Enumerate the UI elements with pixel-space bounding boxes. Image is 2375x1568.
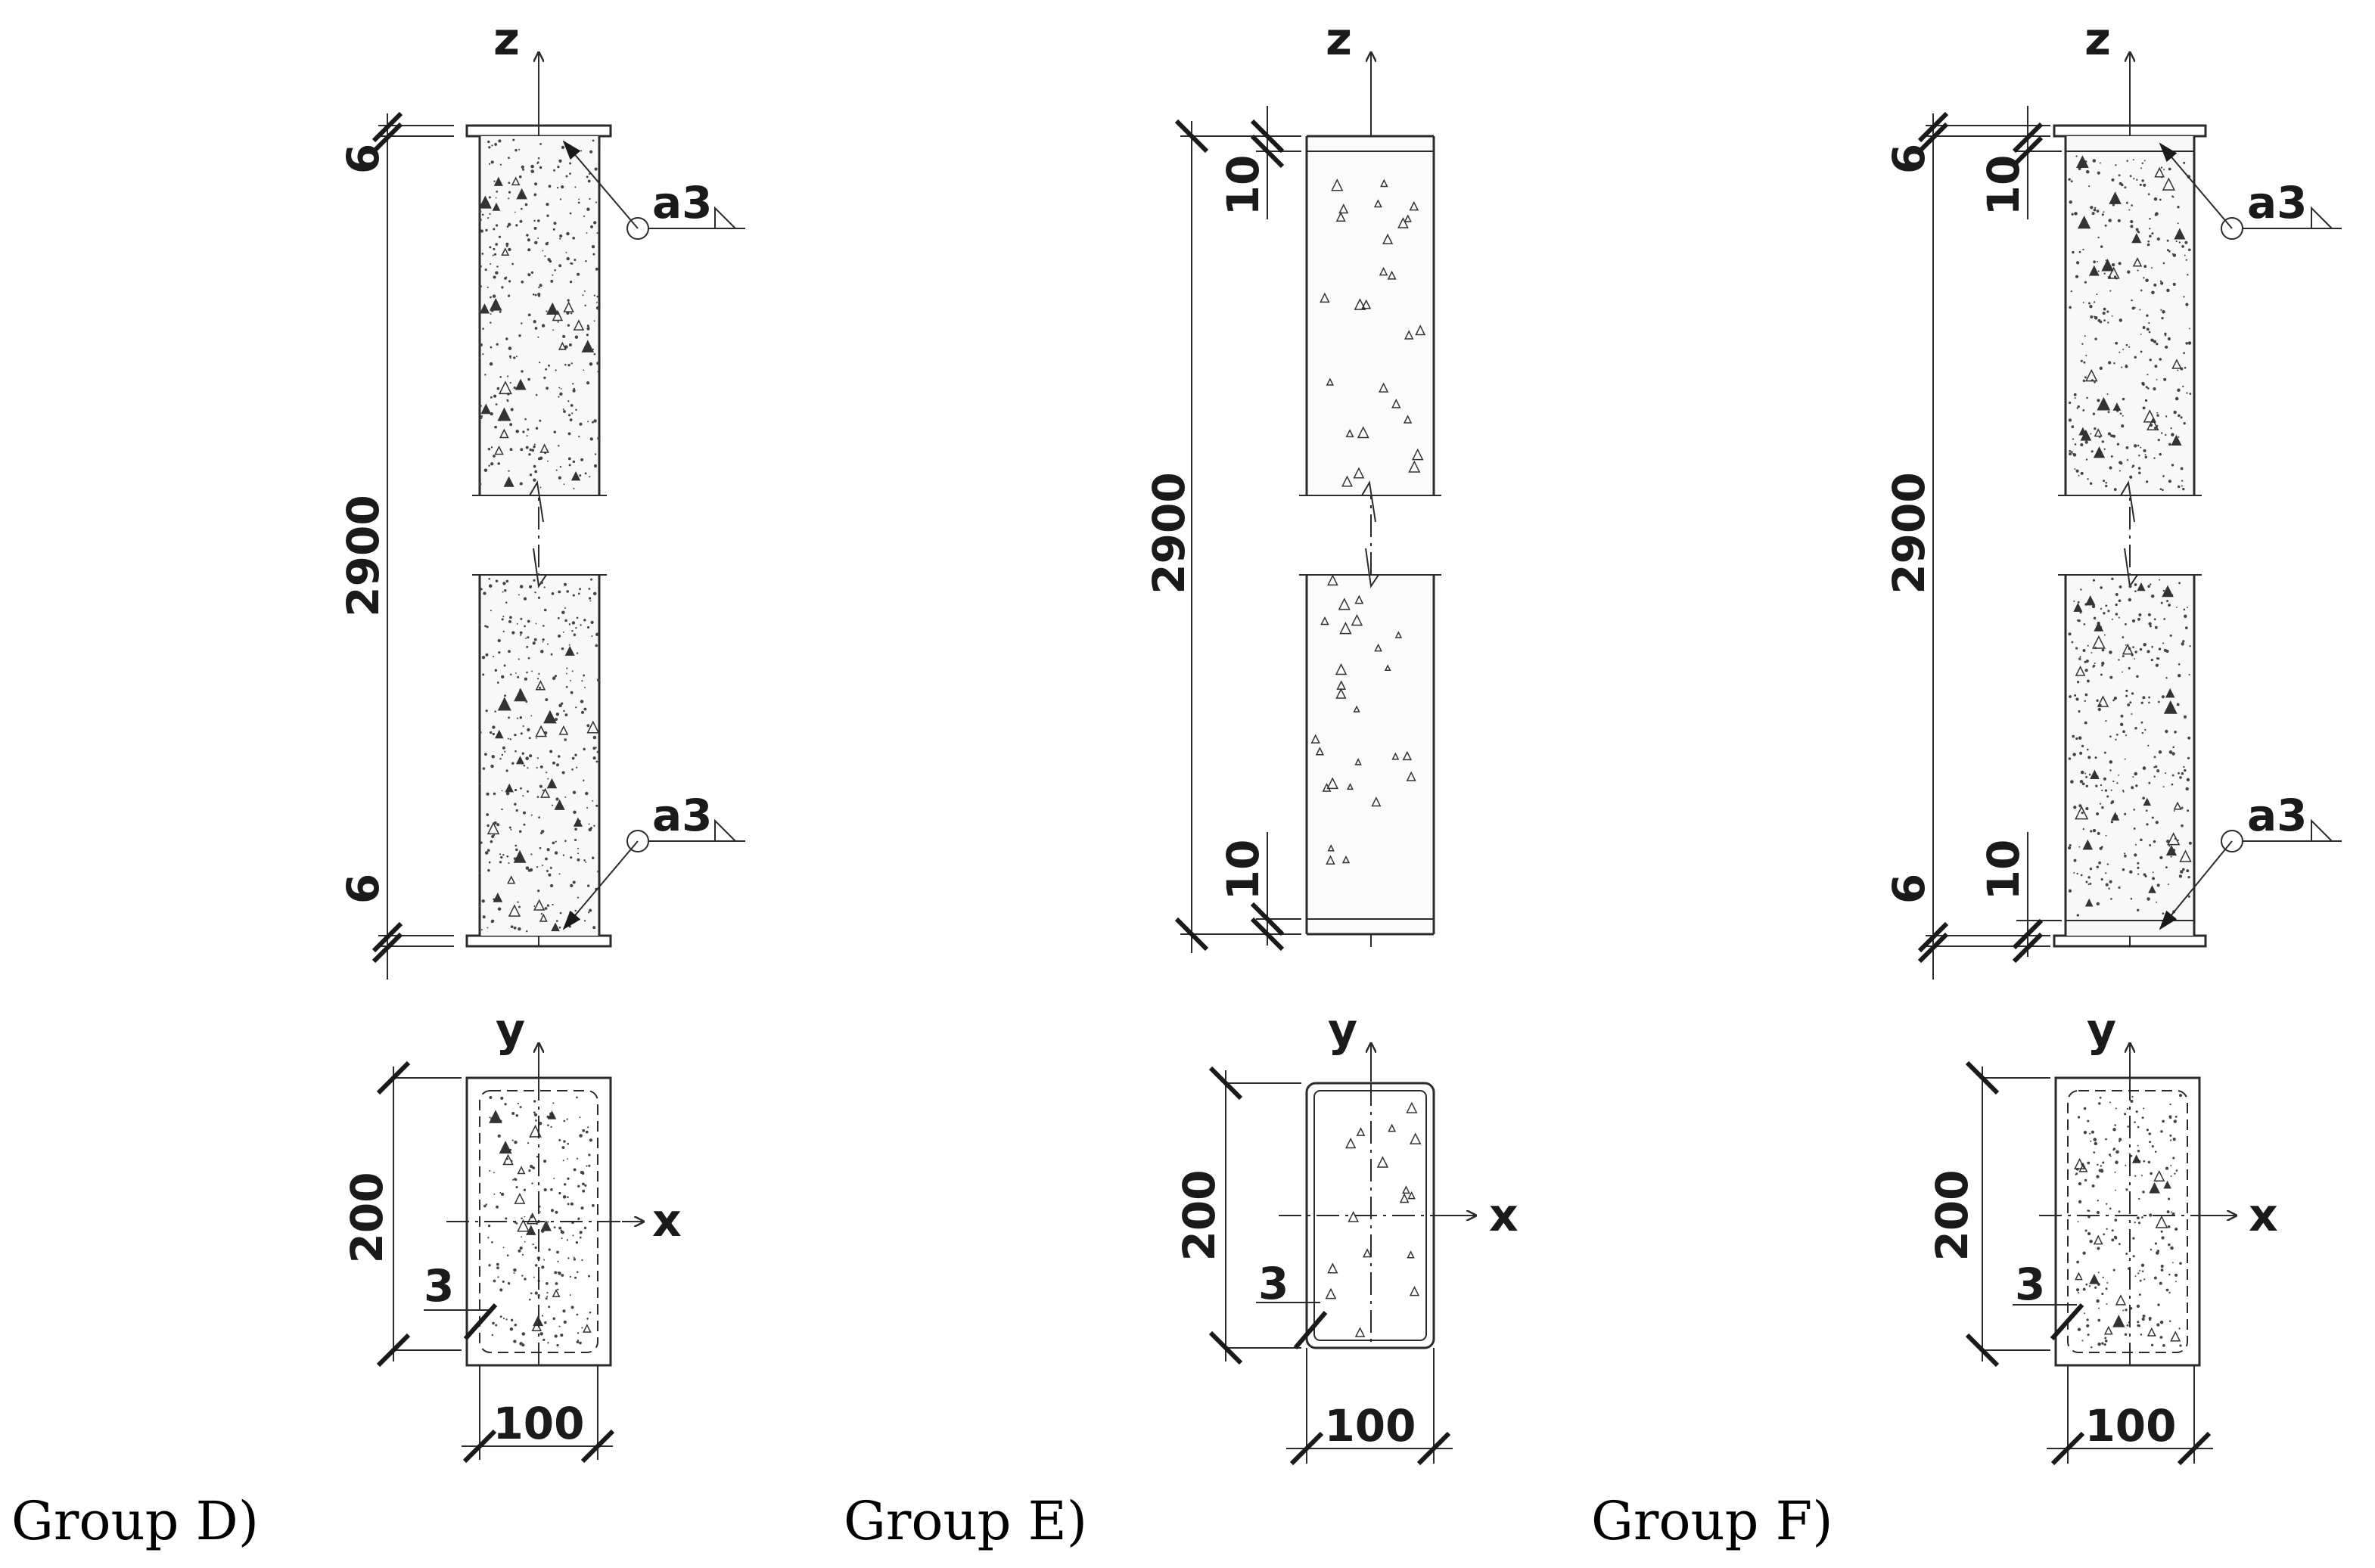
wall-thickness-label: 3 <box>2015 1259 2045 1310</box>
x-axis-label: x <box>1489 1189 1519 1242</box>
bottom-plate-thickness-label: 6 <box>1883 874 1935 904</box>
column-upper-segment <box>472 136 607 523</box>
concrete-fill-upper <box>1320 179 1426 487</box>
height-dimension-label: 2900 <box>337 495 389 616</box>
wall-thickness-label: 3 <box>424 1260 454 1312</box>
top-gap-label: 10 <box>1978 155 2029 216</box>
group-caption: Group D) <box>11 1490 259 1552</box>
group-e: z 2900 10 <box>844 13 1519 1552</box>
top-gap-label: 10 <box>1217 155 1269 216</box>
bottom-plate-thickness-label: 6 <box>337 874 389 904</box>
group-caption: Group F) <box>1591 1490 1833 1552</box>
section-width-label: 200 <box>341 1172 393 1263</box>
concrete-fill-upper <box>2068 155 2192 492</box>
section-depth-label: 100 <box>493 1398 584 1449</box>
y-axis-label: y <box>1328 1004 1357 1057</box>
weld-symbol-top: a3 <box>562 140 745 240</box>
bottom-gap-label: 10 <box>1978 840 2029 901</box>
cross-section: y x 200 3 100 <box>1174 1004 1519 1466</box>
weld-symbol-bottom: a3 <box>2159 790 2342 930</box>
height-dimension-label: 2900 <box>1143 472 1195 594</box>
top-plate-thickness-label: 6 <box>1883 144 1935 174</box>
concrete-fill-lower <box>2068 577 2192 917</box>
section-depth-label: 100 <box>1324 1400 1416 1452</box>
column-lower-segment <box>472 548 607 936</box>
cross-section: y x 200 3 100 <box>341 1004 682 1464</box>
x-axis-label: x <box>2249 1189 2278 1242</box>
x-axis-label: x <box>652 1194 682 1247</box>
group-d: z 2900 6 <box>11 13 745 1552</box>
z-axis-label: z <box>1326 13 1352 66</box>
weld-label-top: a3 <box>2247 177 2308 228</box>
weld-label-bottom: a3 <box>2247 790 2308 841</box>
column-upper-segment <box>2058 136 2202 523</box>
section-width-label: 200 <box>1174 1169 1225 1261</box>
y-axis-label: y <box>496 1004 525 1057</box>
z-axis-label: z <box>493 13 520 66</box>
height-dimension-label: 2900 <box>1883 472 1935 594</box>
y-axis-label: y <box>2087 1004 2116 1057</box>
column-upper-segment <box>1299 135 1441 523</box>
column-lower-segment <box>1299 548 1441 936</box>
group-caption: Group E) <box>844 1490 1087 1552</box>
top-plate-thickness-label: 6 <box>337 144 389 174</box>
column-lower-segment <box>2058 548 2202 936</box>
cross-section: y x 200 3 100 <box>1926 1004 2278 1466</box>
section-depth-label: 100 <box>2084 1400 2176 1452</box>
concrete-fill-upper <box>478 138 601 489</box>
group-f: z 2900 6 6 <box>1591 13 2342 1552</box>
wall-thickness-label: 3 <box>1258 1258 1289 1309</box>
concrete-fill-lower <box>478 577 601 933</box>
z-axis-label: z <box>2084 13 2111 66</box>
weld-label-top: a3 <box>652 177 713 228</box>
weld-label-bottom: a3 <box>652 790 713 841</box>
section-width-label: 200 <box>1926 1169 1978 1261</box>
weld-symbol-top: a3 <box>2159 142 2342 240</box>
bottom-gap-label: 10 <box>1217 840 1269 901</box>
weld-symbol-bottom: a3 <box>562 790 745 930</box>
concrete-fill-lower <box>1310 574 1416 865</box>
